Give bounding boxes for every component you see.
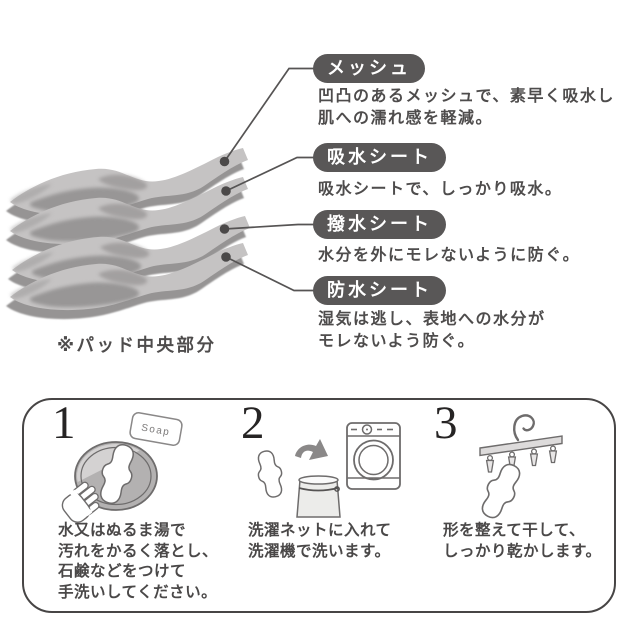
handwash-illustration: Soap [61, 412, 183, 523]
leader-dots [219, 156, 231, 262]
machine-wash-illustration [257, 422, 401, 518]
step-3-text: 形を整えて干して、 しっかり乾かします。 [443, 522, 602, 560]
pinch-hanger-icon [479, 435, 563, 473]
svg-text:Soap: Soap [140, 423, 171, 439]
washing-machine-icon [346, 422, 401, 490]
layer-desc-waterproof-line1: 湿気は逃し、表地への水分が [318, 311, 546, 328]
step-1-text: 水又はぬるま湯で 汚れをかるく落とし、 石鹸などをつけて 手洗いしてください。 [58, 522, 219, 601]
leader-lines [223, 67, 316, 292]
arrow-down-icon [295, 439, 328, 460]
clip-icon [529, 448, 539, 467]
pad-in-basin-icon [100, 444, 134, 504]
layer-desc-waterproof-line2: モレないよう防ぐ。 [318, 333, 476, 350]
pad-center-caption: ※パッド中央部分 [57, 335, 217, 355]
step-3-number: 3 [434, 397, 458, 449]
hang-dry-illustration [479, 414, 563, 519]
step-1-number: 1 [52, 397, 76, 449]
laundry-net-icon [296, 475, 341, 518]
pad-icon [257, 450, 283, 498]
clip-icon [548, 445, 558, 464]
pad-layer-stack-illustration [0, 67, 316, 398]
step-2-number: 2 [241, 397, 265, 449]
soap-tag-icon: Soap [129, 412, 183, 446]
layer-label-mesh: メッシュ [313, 54, 425, 83]
layer-desc-mesh-line1: 凹凸のあるメッシュで、素早く吸水し [318, 88, 615, 105]
hand-icon [61, 481, 100, 523]
layer-desc-water-repellent: 水分を外にモレないように防ぐ。 [318, 247, 581, 264]
hanging-pad-icon [481, 463, 521, 519]
layer-label-waterproof: 防水シート [313, 276, 446, 305]
layer-label-water-repellent: 撥水シート [313, 210, 446, 239]
layer-desc-mesh-line2: 肌への濡れ感を軽減。 [318, 110, 494, 127]
hanger-hook-icon [513, 414, 535, 442]
step-2-text: 洗濯ネットに入れて 洗濯機で洗います。 [248, 522, 392, 560]
washing-instructions-card: 1 Soap [22, 397, 616, 613]
clip-icon [485, 454, 495, 473]
layer-label-absorbent: 吸水シート [313, 143, 446, 172]
layer-desc-absorbent: 吸水シートで、しっかり吸水。 [318, 181, 563, 198]
